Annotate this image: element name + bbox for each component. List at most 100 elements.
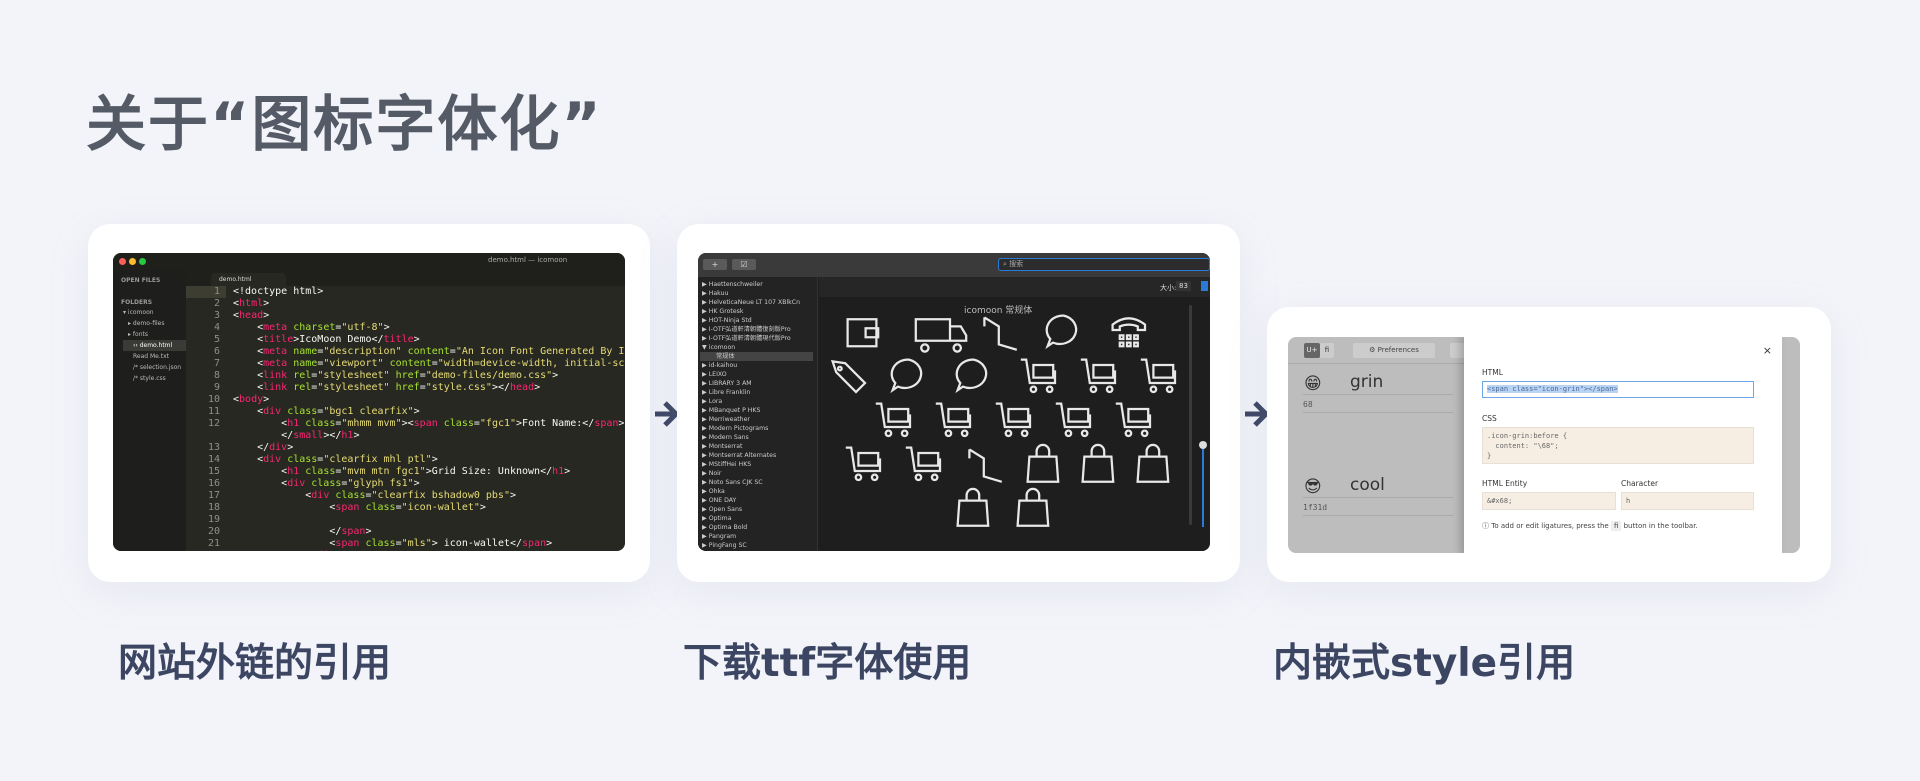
file-tree-item[interactable]: /* selection.json bbox=[133, 364, 182, 371]
css-field[interactable]: .icon-grin:before { content: "\68"; } bbox=[1482, 427, 1754, 464]
glyph-code[interactable]: 68 bbox=[1303, 394, 1453, 413]
font-list-item[interactable]: ▶ Merriweather bbox=[702, 416, 750, 423]
code-token: "demo-files/demo.css" bbox=[425, 370, 553, 381]
toolbar-button[interactable] bbox=[1450, 343, 1464, 358]
unicode-button[interactable]: U+ bbox=[1304, 343, 1320, 358]
line-number: 20 bbox=[207, 526, 220, 537]
code-token: = bbox=[449, 346, 456, 357]
code-token: > bbox=[564, 466, 571, 477]
font-list-item[interactable]: ▶ Libre Franklin bbox=[702, 389, 751, 396]
size-dropdown-icon[interactable] bbox=[1201, 281, 1208, 291]
window-title: demo.html — icomoon bbox=[488, 256, 568, 264]
font-list-item[interactable]: ▶ HelveticaNeue LT 107 XBlkCn bbox=[702, 299, 800, 306]
code-token: rel bbox=[287, 382, 312, 393]
code-token: h1 bbox=[341, 430, 354, 441]
font-list-item[interactable]: ▶ Open Sans bbox=[702, 506, 743, 513]
code-token: > bbox=[413, 334, 420, 345]
code-token: > bbox=[534, 382, 541, 393]
line-number: 8 bbox=[213, 370, 220, 381]
code-token: class bbox=[299, 418, 336, 429]
file-tree-item[interactable]: /* style.css bbox=[133, 375, 166, 382]
font-list-item[interactable]: ▶ MStiffHei HKS bbox=[702, 461, 752, 468]
caption-external-link: 网站外链的引用 bbox=[118, 641, 392, 686]
font-list-item[interactable]: ▶ Modern Sans bbox=[702, 434, 749, 441]
font-list-item[interactable]: ▶ HK Grotesk bbox=[702, 308, 744, 315]
font-list-item[interactable]: ▶ Modern Pictograms bbox=[702, 425, 769, 432]
code-token: class bbox=[359, 502, 396, 513]
code-token: "fgc1" bbox=[479, 418, 517, 429]
file-tree-item[interactable]: Read Me.txt bbox=[133, 353, 170, 360]
font-list-item[interactable]: ▶ I-OTF弘道軒清朝體復刻版Pro bbox=[702, 326, 791, 333]
code-token: > bbox=[263, 394, 270, 405]
font-list-item[interactable]: ▶ HOT-Ninja Std bbox=[702, 317, 752, 324]
font-list-item[interactable]: ▶ Haettenschweiler bbox=[702, 281, 763, 288]
font-list[interactable]: ▶ Haettenschweiler ▶ Hakuu ▶ HelveticaNeue… bbox=[698, 277, 818, 551]
font-list-item[interactable]: 常规体 bbox=[700, 352, 813, 361]
search-input[interactable]: ⌕ 搜索 bbox=[998, 258, 1210, 271]
code-token: > bbox=[383, 322, 390, 333]
close-icon[interactable]: × bbox=[1762, 344, 1772, 357]
tab-demo-html[interactable]: demo.html bbox=[211, 273, 286, 286]
line-number: 10 bbox=[207, 394, 220, 405]
character-field[interactable]: h bbox=[1621, 492, 1754, 510]
line-number: 2 bbox=[213, 298, 220, 309]
file-tree-item[interactable]: ▸ demo-files bbox=[128, 320, 165, 327]
font-list-item[interactable]: ▶ Noir bbox=[702, 470, 722, 477]
font-list-item[interactable]: ▶ MBanquet P HKS bbox=[702, 407, 761, 414]
font-list-item[interactable]: ▼ icomoon bbox=[702, 344, 736, 351]
code-token: charset bbox=[287, 322, 336, 333]
html-field[interactable]: <span class="icon-grin"></span> bbox=[1482, 381, 1754, 398]
font-list-item[interactable]: ▶ Montserrat bbox=[702, 443, 743, 450]
glyph-list-panel: U+ fi ⚙ Preferences 😁 grin 68 😎 cool 1f3… bbox=[1288, 337, 1464, 553]
code-token: = bbox=[419, 370, 426, 381]
font-list-item[interactable]: ▶ LEIXO bbox=[702, 371, 727, 378]
entity-field[interactable]: &#x68; bbox=[1482, 492, 1616, 510]
add-font-button[interactable]: + bbox=[703, 259, 727, 270]
code-token: div bbox=[287, 478, 306, 489]
file-tree-item[interactable]: ‹› demo.html bbox=[123, 340, 186, 351]
cart-lock-icon bbox=[905, 446, 942, 482]
search-icon: ⌕ bbox=[1003, 260, 1010, 268]
font-list-item[interactable]: ▶ Pangram bbox=[702, 533, 737, 540]
font-list-item[interactable]: ▶ ONE DAY bbox=[702, 497, 737, 504]
file-tree-item[interactable]: ▾ icomoon bbox=[123, 309, 154, 316]
code-token: >< bbox=[401, 418, 414, 429]
scrollbar[interactable] bbox=[1189, 305, 1192, 525]
line-number: 1 bbox=[186, 286, 226, 298]
code-token: span bbox=[413, 418, 438, 429]
arrow-right-icon bbox=[655, 401, 680, 427]
code-line: <title>IcoMoon Demo</title> bbox=[233, 334, 420, 346]
code-token: = bbox=[395, 502, 402, 513]
glyph-code[interactable]: 1f31d bbox=[1303, 497, 1453, 516]
font-list-item[interactable]: ▶ Montserrat Alternates bbox=[702, 452, 777, 459]
line-number: 5 bbox=[213, 334, 220, 345]
search-placeholder: 搜索 bbox=[1009, 260, 1024, 268]
code-line: <meta name="description" content="An Ico… bbox=[233, 346, 625, 358]
font-list-item[interactable]: ▶ Ohka bbox=[702, 488, 725, 495]
font-list-item[interactable]: ▶ Lora bbox=[702, 398, 723, 405]
font-list-item[interactable]: ▶ LIBRARY 3 AM bbox=[702, 380, 752, 387]
code-token: class bbox=[281, 454, 318, 465]
font-list-item[interactable]: ▶ Optima bbox=[702, 515, 732, 522]
file-tree-item[interactable]: ▸ fonts bbox=[128, 331, 148, 338]
font-list-item[interactable]: ▶ PingFang SC bbox=[702, 542, 747, 549]
ligature-button[interactable]: fi bbox=[1320, 343, 1334, 358]
cart-user-icon bbox=[935, 402, 972, 438]
font-list-item[interactable]: ▶ Optima Bold bbox=[702, 524, 748, 531]
font-list-item[interactable]: ▶ I-OTF弘道軒清朝體現代版Pro bbox=[702, 335, 791, 342]
code-token: < bbox=[233, 346, 264, 357]
code-editor[interactable]: 1<!doctype html>2<html>3<head>4 <meta ch… bbox=[186, 286, 625, 551]
font-list-item[interactable]: ▶ Noto Sans CJK SC bbox=[702, 479, 763, 486]
code-token: > bbox=[335, 550, 341, 551]
code-token: content bbox=[401, 346, 450, 357]
preferences-button[interactable]: ⚙ Preferences bbox=[1353, 343, 1435, 358]
validate-button[interactable]: ☑ bbox=[732, 259, 756, 270]
code-token: </ bbox=[233, 550, 317, 551]
glyph-name: cool bbox=[1350, 475, 1385, 495]
code-token: = bbox=[311, 382, 318, 393]
font-list-item[interactable]: ▶ id-kaihou bbox=[702, 362, 738, 369]
size-slider-handle[interactable] bbox=[1199, 441, 1207, 449]
font-list-item[interactable]: ▶ Hakuu bbox=[702, 290, 729, 297]
code-token: < bbox=[233, 406, 264, 417]
size-input[interactable]: 83 bbox=[1176, 281, 1191, 291]
